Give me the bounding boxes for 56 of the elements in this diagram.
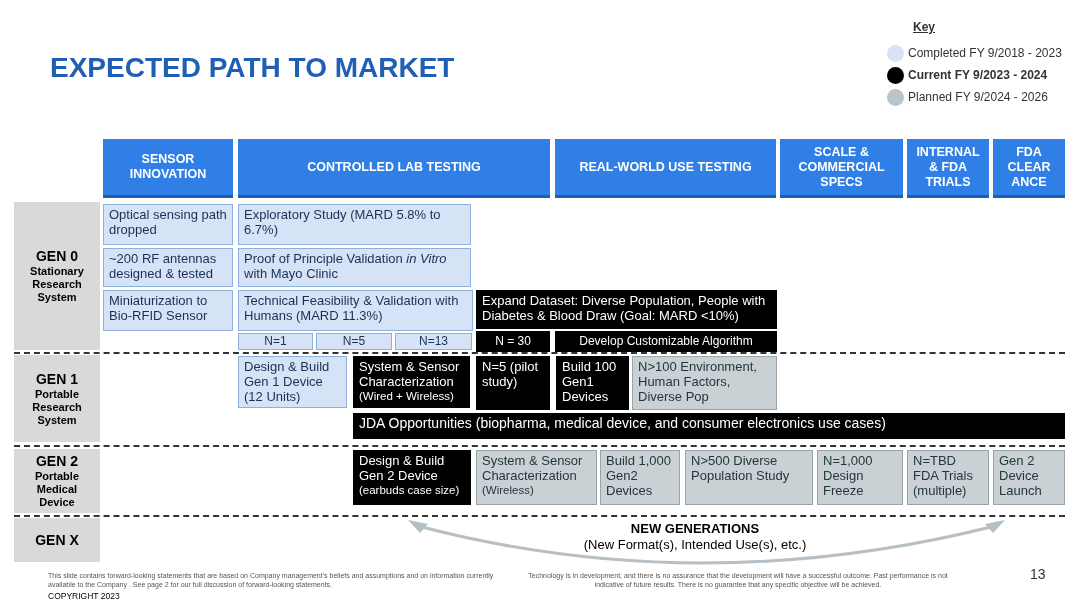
row-header [14,449,100,513]
key-heading: Key [913,20,936,34]
column-header: CONTROLLED LAB TESTING [238,139,550,198]
task-box: Exploratory Study (MARD 5.8% to 6.7%) [238,204,471,245]
task-note: (earbuds case size) [359,483,461,498]
task-box: Build 1,000 Gen2 Devices [600,450,680,505]
row-subtitle: Portable Research System [31,387,83,427]
row-subtitle: Stationary Research System [29,265,85,304]
task-box: N=TBD FDA Trials (multiple) [907,450,989,505]
task-box [476,450,597,505]
task-box: Gen 2 Device Launch [993,450,1065,505]
legend-label: Current FY 9/2023 - 2024 [908,68,1049,82]
task-box: N = 30 [476,331,550,352]
row-header: GEN X [14,518,100,562]
task-box: ~200 RF antennas designed & tested [103,248,233,287]
row-title: GEN 0 [36,248,78,265]
task-box: N>100 Environment, Human Factors, Diverse Pop [632,356,777,410]
task-box: Build 100 Gen1 Devices [556,356,629,410]
task-title: System & Sensor Characterization [359,359,461,389]
task-box: N=1,000 Design Freeze [817,450,903,505]
task-box: Design & Build Gen 1 Device (12 Units) [238,356,347,408]
task-title: System & Sensor Characterization [482,453,584,483]
column-header: FDA CLEAR ANCE [993,139,1065,198]
task-box: Technical Feasibility & Validation with Humans (MARD 11.3%) [238,290,473,331]
column-header: SCALE & COMMERCIAL SPECS [780,139,903,198]
task-note: (Wireless) [482,483,535,498]
copyright-text: COPYRIGHT 2023 [48,591,121,601]
row-header [14,202,100,350]
row-header [14,355,100,442]
page-title: EXPECTED PATH TO MARKET [50,52,456,85]
column-header: SENSOR INNOVATION [103,139,233,198]
task-box: N=13 [395,333,472,350]
row-title: GEN 1 [36,370,78,388]
section-subheading: (New Format(s), Intended Use(s), etc.) [582,537,808,552]
task-title: Design & Build Gen 2 Device [359,453,446,483]
task-note: (Wired + Wireless) [359,389,455,404]
task-box: N=5 (pilot study) [476,356,550,410]
legend-label: Completed FY 9/2018 - 2023 [908,46,1063,60]
section-heading: NEW GENERATIONS [629,521,761,536]
task-box [353,356,470,408]
task-box: Optical sensing path dropped [103,204,233,245]
task-box: N=5 [316,333,392,350]
task-box: Miniaturization to Bio-RFID Sensor [103,290,233,331]
legend-label: Planned FY 9/2024 - 2026 [908,90,1049,104]
task-box [353,450,471,505]
row-title: GEN 2 [36,453,78,470]
task-box: N=1 [238,333,313,350]
task-box: N>500 Diverse Population Study [685,450,813,505]
task-box: Develop Customizable Algorithm [555,331,777,352]
task-box: Proof of Principle Validation in Vitro with Mayo Clinic [238,248,471,287]
task-box: JDA Opportunities (biopharma, medical device, and consumer electronics use cases) [353,413,1065,439]
page-number: 13 [1030,566,1047,582]
column-header: REAL-WORLD USE TESTING [555,139,776,198]
task-box: Expand Dataset: Diverse Population, People with Diabetes & Blood Draw (Goal: MARD <10%) [476,290,777,329]
column-header: INTERNAL & FDA TRIALS [907,139,989,198]
row-subtitle: Portable Medical Device [34,470,80,509]
